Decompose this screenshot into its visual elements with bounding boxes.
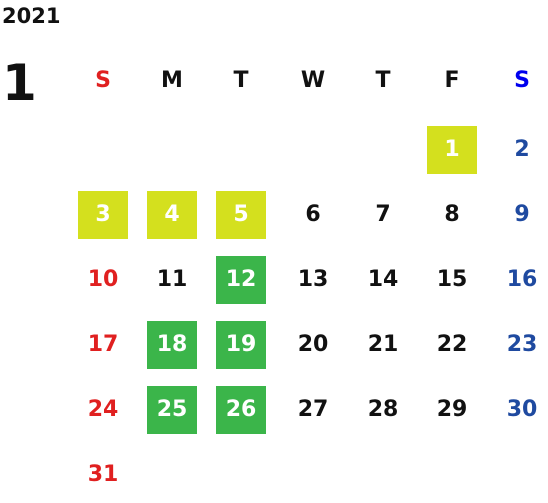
day-cell-20[interactable]: 20: [297, 332, 329, 357]
day-cell-24[interactable]: 24: [87, 397, 119, 422]
day-cell-2[interactable]: 2: [514, 137, 530, 162]
day-cell-14[interactable]: 14: [367, 267, 399, 292]
day-cell-21[interactable]: 21: [367, 332, 399, 357]
month-number: 1: [2, 54, 37, 112]
day-cell-16[interactable]: 16: [506, 267, 538, 292]
day-cell-15[interactable]: 15: [436, 267, 468, 292]
day-cell-12[interactable]: 12: [216, 256, 266, 304]
day-cell-11[interactable]: 11: [156, 267, 188, 292]
day-cell-23[interactable]: 23: [506, 332, 538, 357]
weekday-wed: W: [300, 68, 326, 93]
weekday-sun: S: [95, 68, 111, 93]
day-cell-5[interactable]: 5: [216, 191, 266, 239]
day-cell-27[interactable]: 27: [297, 397, 329, 422]
day-cell-17[interactable]: 17: [87, 332, 119, 357]
day-cell-26[interactable]: 26: [216, 386, 266, 434]
weekday-fri: F: [444, 68, 460, 93]
day-cell-18[interactable]: 18: [147, 321, 197, 369]
day-cell-29[interactable]: 29: [436, 397, 468, 422]
weekday-mon: M: [161, 68, 183, 93]
day-cell-13[interactable]: 13: [297, 267, 329, 292]
day-cell-3[interactable]: 3: [78, 191, 128, 239]
day-cell-6[interactable]: 6: [305, 202, 321, 227]
weekday-sat: S: [514, 68, 530, 93]
year-label: 2021: [2, 4, 61, 28]
day-cell-31[interactable]: 31: [87, 462, 119, 487]
day-cell-19[interactable]: 19: [216, 321, 266, 369]
day-cell-1[interactable]: 1: [427, 126, 477, 174]
day-cell-9[interactable]: 9: [514, 202, 530, 227]
weekday-tue: T: [233, 68, 249, 93]
day-cell-22[interactable]: 22: [436, 332, 468, 357]
day-cell-4[interactable]: 4: [147, 191, 197, 239]
day-cell-10[interactable]: 10: [87, 267, 119, 292]
day-cell-7[interactable]: 7: [375, 202, 391, 227]
day-cell-8[interactable]: 8: [444, 202, 460, 227]
day-cell-28[interactable]: 28: [367, 397, 399, 422]
day-cell-25[interactable]: 25: [147, 386, 197, 434]
weekday-thu: T: [375, 68, 391, 93]
day-cell-30[interactable]: 30: [506, 397, 538, 422]
